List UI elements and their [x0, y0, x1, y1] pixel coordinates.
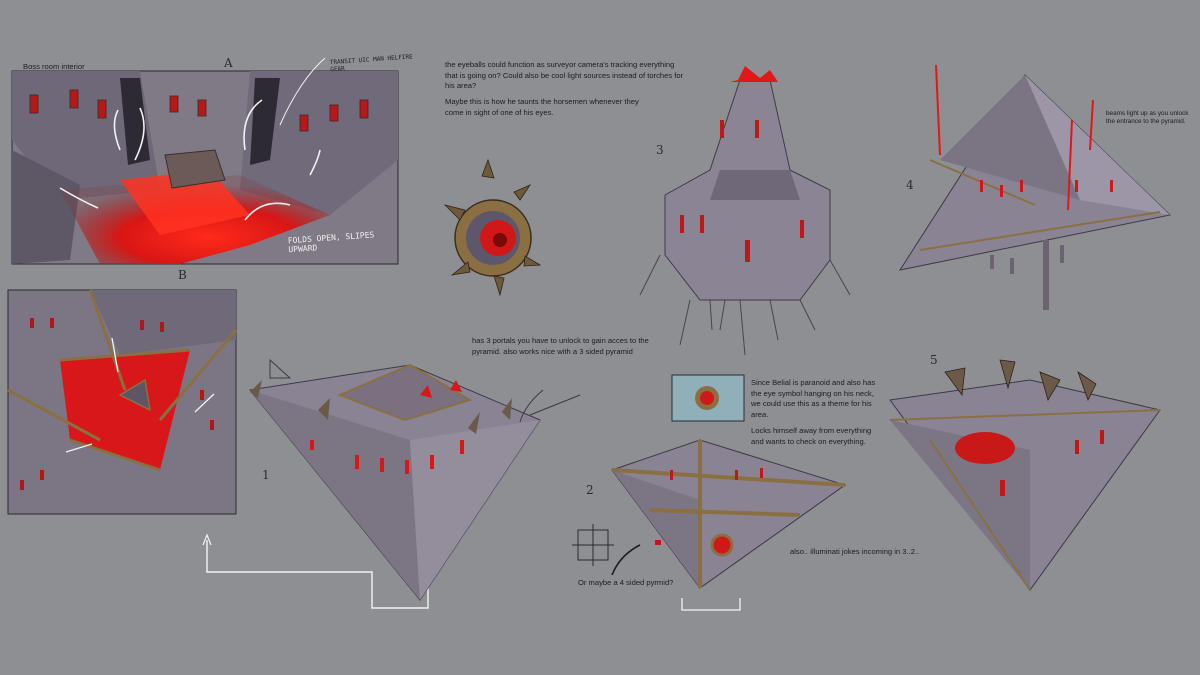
marker-one: 1	[262, 468, 270, 482]
bracket-line	[206, 540, 429, 609]
marker-b: B	[178, 268, 187, 282]
marker-a: A	[224, 56, 233, 70]
marker-two: 2	[586, 483, 594, 497]
floor-plan-sketch	[7, 289, 238, 515]
belial-note: Since Belial is paranoid and also has th…	[751, 378, 876, 419]
pyramid-one-sketch	[249, 358, 581, 601]
portals-note: has 3 portals you have to unlock to gain…	[472, 336, 649, 356]
marker-three: 3	[656, 143, 664, 157]
taunts-note: Maybe this is how he taunts the horsemen…	[445, 97, 639, 117]
eyeballs-note: the eyeballs could function as surveyor …	[445, 60, 684, 90]
eye-thumbnail	[671, 374, 745, 422]
marker-five: 5	[930, 353, 938, 367]
beams-note: beams light up as you unlock the entranc…	[1106, 110, 1189, 125]
four-sided-note: Or maybe a 4 sided pyrmid?	[578, 578, 674, 587]
tower-sketch	[639, 66, 851, 356]
pyramid-two-sketch	[572, 439, 847, 611]
pyramid-five-sketch	[889, 359, 1161, 591]
illuminati-note: also.. illuminati jokes incoming in 3..2…	[790, 547, 920, 556]
eye-emblem-sketch	[443, 158, 542, 297]
boss-room-label: Boss room interior	[23, 62, 85, 71]
marker-four: 4	[906, 178, 914, 192]
boss-room-sketch	[11, 57, 399, 265]
locks-note: Locks himself away from everything and w…	[751, 426, 872, 446]
pyramid-four-sketch	[898, 64, 1172, 310]
